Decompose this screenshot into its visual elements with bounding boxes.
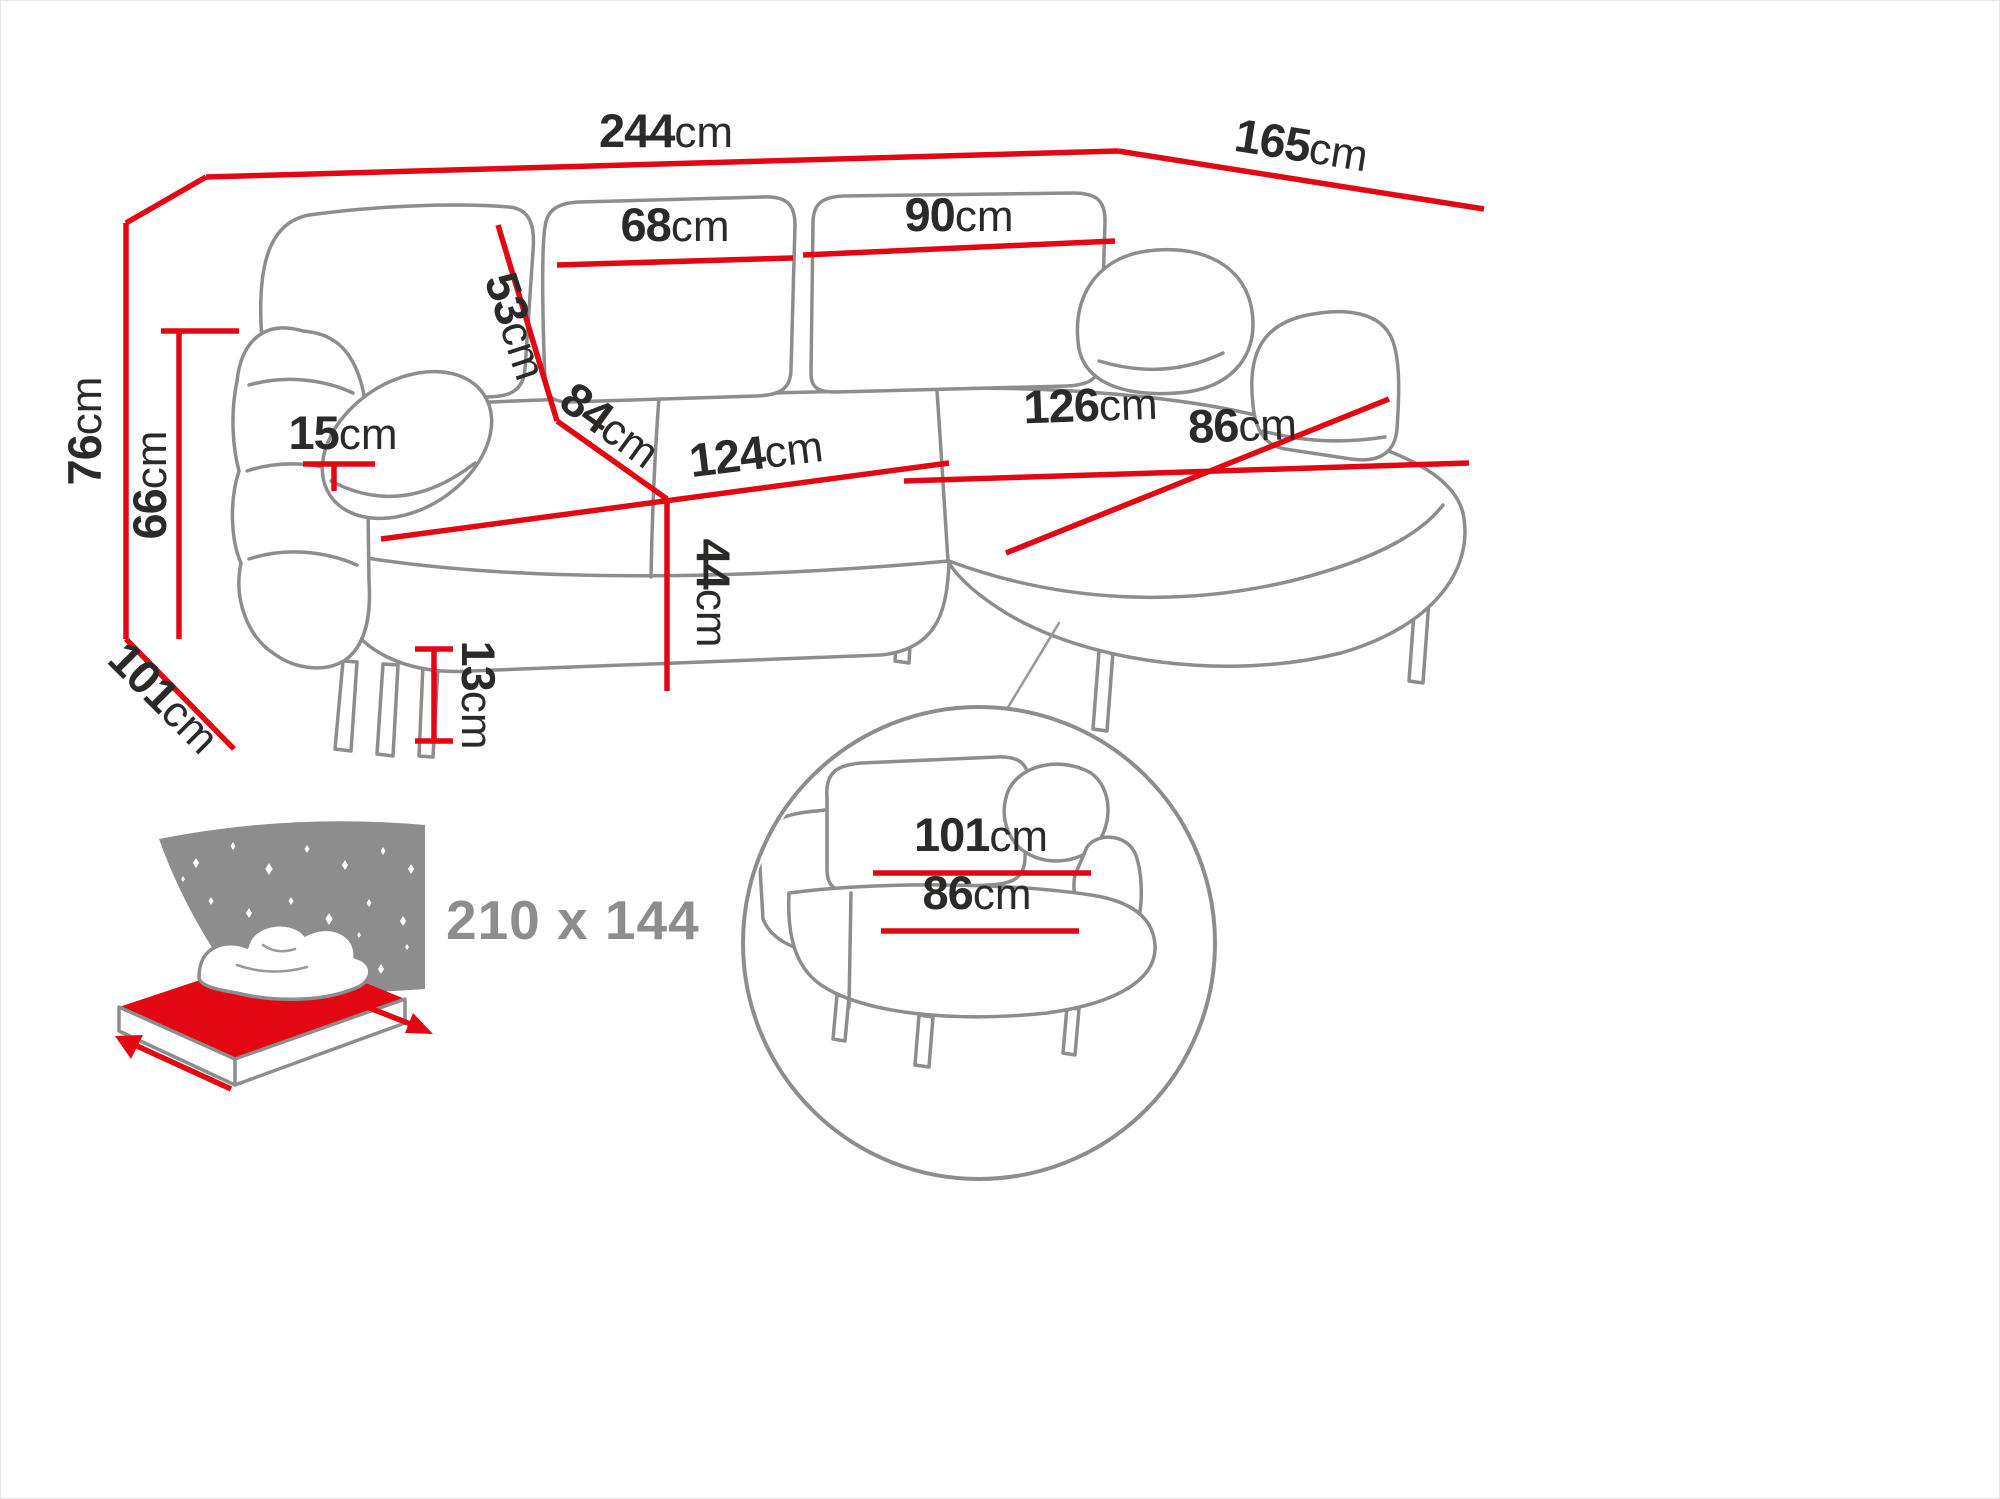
chaise-front-edge-seam: [947, 503, 1445, 600]
detail-chaise-drawing: [757, 755, 1157, 1069]
dim-label-total-height: 76cm: [58, 377, 111, 486]
armrest-tuft-line: [247, 377, 355, 395]
blanket-fold: [261, 943, 297, 953]
detail-seat-seam: [847, 891, 853, 1009]
unfold-arrow-left-head-icon: [115, 1035, 143, 1059]
detail-dim-label-101: 101cm: [914, 808, 1048, 861]
right-armrest: [1250, 309, 1401, 462]
dim-label-total-width: 244cm: [599, 104, 733, 157]
left-armrest: [230, 326, 372, 670]
blanket-fold: [235, 963, 309, 973]
dim-corner-connector: [124, 174, 208, 226]
seat-front-edge-seam: [335, 551, 951, 578]
detail-connector-line: [1005, 621, 1061, 711]
corner-pillow: [1075, 247, 1255, 396]
unfold-arrow-right-icon: [365, 1004, 415, 1028]
detail-leg: [1061, 1005, 1081, 1057]
sofa-leg: [1091, 649, 1115, 733]
dim-label-chaise-width: 86cm: [1187, 396, 1298, 453]
unfold-arrow-left-icon: [135, 1043, 233, 1092]
dim-line-165: [1117, 148, 1485, 212]
dim-line-68: [556, 255, 794, 268]
dim-label-back-cushion-mid: 68cm: [621, 198, 730, 251]
dim-line-126: [903, 460, 1470, 484]
sofa-leg: [333, 659, 359, 753]
sofa-leg: [375, 662, 400, 758]
detail-leg: [831, 993, 851, 1043]
blanket: [197, 923, 372, 1002]
corner-pillow-seam: [1097, 351, 1225, 372]
dim-line-53: [495, 224, 560, 422]
dim-label-back-cushion-right: 90cm: [905, 188, 1014, 241]
seat-cushion-seam: [649, 395, 661, 579]
sleeping-size-label: 210 x 144: [446, 889, 700, 951]
dim-label-leg-height: 13cm: [452, 641, 505, 750]
dim-line-84: [555, 418, 669, 502]
sofa-illustration: [230, 191, 1467, 759]
dim-line-244: [205, 148, 1119, 180]
unfold-arrow-right-head-icon: [405, 1013, 433, 1034]
dim-label-side-depth: 101cm: [99, 631, 231, 763]
dim-line-90: [802, 238, 1116, 258]
detail-view: 101cm 86cm: [741, 621, 1217, 1181]
detail-seat: [786, 883, 1157, 1019]
dim-label-armrest-height: 66cm: [123, 431, 176, 540]
dim-label-seat-height: 44cm: [687, 539, 740, 648]
dim-label-pillow: 15cm: [289, 406, 398, 459]
armrest-tuft-line: [247, 550, 359, 567]
armrest-pillow-rim: [329, 461, 477, 499]
dim-label-chaise-length: 126cm: [1023, 376, 1159, 434]
right-armrest-seam: [1261, 429, 1387, 443]
dim-line-86: [1004, 396, 1391, 556]
dim-label-total-depth: 165cm: [1231, 108, 1372, 181]
detail-dim-label-86: 86cm: [923, 866, 1032, 919]
detail-leg: [913, 1013, 935, 1069]
dim-label-seat-width: 124cm: [686, 418, 826, 487]
back-cushion-mid: [540, 195, 797, 404]
sleeping-function-icon: 210 x 144: [115, 821, 700, 1092]
dim-line-101: [124, 637, 236, 751]
